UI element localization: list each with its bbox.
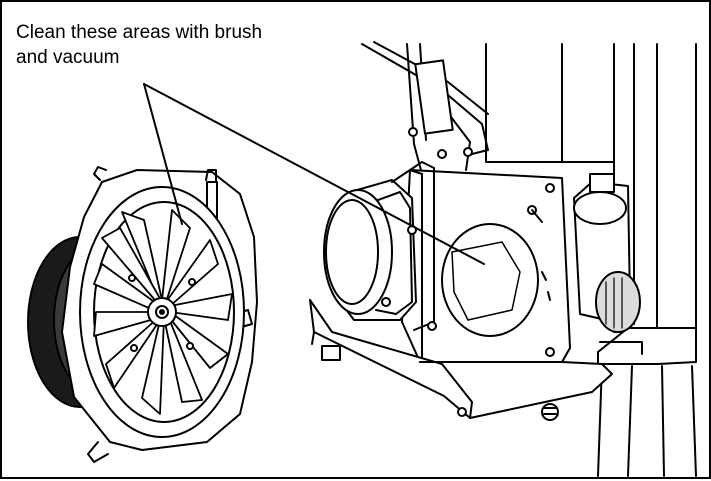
housing-tray: [309, 299, 613, 419]
callout-caption: Clean these areas with brush and vacuum: [16, 22, 263, 68]
leader-line-housing: [143, 83, 485, 265]
blower-housing: [309, 41, 697, 477]
flue-collar: [323, 161, 435, 331]
impeller-blades: [93, 209, 233, 415]
igniter-assembly: [573, 173, 641, 333]
combustion-blower: [27, 166, 258, 463]
callout-leader-lines: [143, 83, 485, 265]
leader-line-blower: [143, 83, 183, 225]
